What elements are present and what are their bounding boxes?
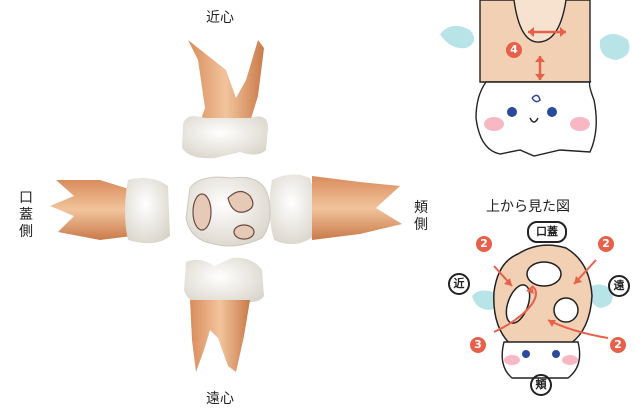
label-palatal-char-3: 側 bbox=[19, 224, 33, 240]
label-buccal-char-2: 側 bbox=[414, 217, 428, 233]
inset-label-distal: 遠 bbox=[608, 275, 630, 297]
badge-two-mesial: 2 bbox=[476, 236, 492, 252]
character-side-illustration bbox=[440, 0, 630, 157]
badge-three: 3 bbox=[470, 337, 486, 353]
tooth-buccal-view bbox=[269, 174, 402, 245]
label-palatal-char-2: 蓋 bbox=[19, 207, 33, 223]
label-distal: 遠心 bbox=[206, 391, 234, 407]
inset-label-mesial: 近 bbox=[448, 273, 470, 295]
inset-label-buccal: 頬 bbox=[530, 374, 552, 396]
occlusal-surface-view bbox=[185, 176, 271, 247]
badge-two-distal: 2 bbox=[598, 236, 614, 252]
badge-two-buccal: 2 bbox=[610, 337, 626, 353]
label-buccal-char-1: 頬 bbox=[414, 200, 428, 216]
badge-four: 4 bbox=[506, 42, 522, 58]
tooth-mesial-view bbox=[182, 40, 268, 159]
label-palatal: 口 蓋 側 bbox=[18, 190, 34, 241]
label-mesial: 近心 bbox=[206, 10, 234, 26]
label-buccal: 頬 側 bbox=[413, 200, 429, 234]
tooth-distal-view bbox=[184, 257, 264, 372]
inset-label-palatal: 口蓋 bbox=[527, 221, 567, 243]
tooth-palatal-view bbox=[50, 178, 170, 244]
character-occlusal-illustration bbox=[472, 244, 613, 379]
inset-title: 上から見た図 bbox=[486, 199, 570, 215]
label-palatal-char-1: 口 bbox=[19, 190, 33, 206]
